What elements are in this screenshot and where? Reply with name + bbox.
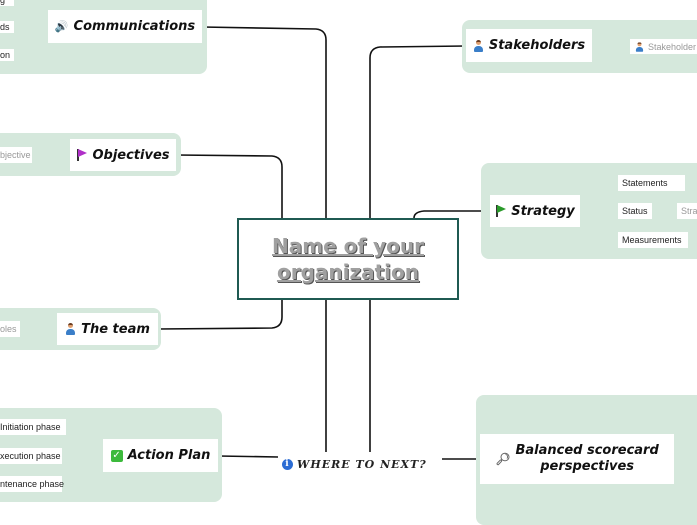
topic-balanced-scorecard[interactable]: 🔎︎ Balanced scorecard perspectives [480, 434, 674, 484]
team-child-1-label: oles [0, 324, 17, 334]
topic-where-to-next[interactable]: i WHERE TO NEXT? [278, 453, 442, 475]
strategy-child-measurements[interactable]: Measurements [618, 232, 688, 248]
person-icon [473, 39, 484, 52]
flag-icon [76, 149, 88, 161]
check-icon: ✓ [110, 449, 123, 462]
topic-communications[interactable]: 🔊 Communications [48, 10, 202, 43]
connector-action-plan [217, 455, 279, 458]
info-icon: i [282, 458, 293, 470]
connector-objectives [175, 154, 283, 218]
person-icon [635, 41, 644, 52]
magnifier-icon: 🔎︎ [495, 452, 511, 466]
action-plan-child-maintenance-label: ntenance phase [0, 479, 65, 489]
strategy-child-status-label: Status [622, 206, 648, 216]
topic-strategy-label: Strategy [511, 203, 575, 219]
strategy-child-statements[interactable]: Statements [618, 175, 685, 191]
communications-child-2[interactable]: ds [0, 21, 14, 33]
topic-stakeholders[interactable]: Stakeholders [466, 29, 592, 62]
connector-communications [201, 26, 327, 218]
central-topic-title: Name of your organization [272, 233, 424, 285]
strategy-child-statements-label: Statements [622, 178, 668, 188]
topic-balanced-scorecard-label: Balanced scorecard perspectives [515, 443, 658, 475]
communications-child-3-label: on [0, 50, 11, 60]
person-icon [65, 323, 76, 335]
communications-child-2-label: ds [0, 22, 10, 32]
stakeholders-child-1-label: Stakeholder [648, 41, 697, 52]
strategy-child-status[interactable]: Status [618, 203, 652, 219]
topic-objectives[interactable]: Objectives [70, 139, 176, 171]
central-title-line1: Name of your [272, 234, 424, 258]
connector-strategy [413, 210, 490, 219]
scorecard-label-line2: perspectives [540, 459, 635, 474]
communications-child-1-label: g [0, 0, 6, 5]
topic-action-plan-label: Action Plan [127, 448, 211, 463]
action-plan-child-execution-label: xecution phase [0, 451, 61, 461]
topic-where-to-next-label: WHERE TO NEXT? [297, 457, 427, 471]
topic-action-plan[interactable]: ✓ Action Plan [103, 439, 218, 472]
topic-the-team-label: The team [81, 321, 150, 337]
communications-child-3[interactable]: on [0, 49, 14, 61]
strategy-status-child[interactable]: Stra [677, 203, 697, 219]
objectives-child-1-label: bjective [0, 150, 31, 160]
connector-team [157, 300, 283, 330]
central-topic[interactable]: Name of your organization [237, 218, 459, 300]
action-plan-child-maintenance[interactable]: ntenance phase [0, 476, 65, 492]
central-title-line2: organization [276, 260, 420, 284]
scorecard-label-line1: Balanced scorecard [515, 443, 659, 458]
stakeholders-child-1[interactable]: Stakeholder [630, 39, 697, 54]
topic-strategy[interactable]: Strategy [490, 195, 580, 227]
action-plan-child-initiation-label: Initiation phase [0, 422, 61, 432]
topic-stakeholders-label: Stakeholders [488, 38, 586, 53]
connector-stakeholders [369, 45, 467, 218]
flag-icon [495, 205, 507, 217]
topic-communications-label: Communications [73, 19, 196, 34]
objectives-child-1[interactable]: bjective [0, 147, 32, 163]
speaker-icon: 🔊 [54, 20, 69, 33]
topic-objectives-label: Objectives [92, 147, 170, 163]
strategy-child-measurements-label: Measurements [622, 235, 682, 245]
action-plan-child-initiation[interactable]: Initiation phase [0, 419, 66, 435]
action-plan-child-execution[interactable]: xecution phase [0, 448, 62, 464]
communications-child-1[interactable]: g [0, 0, 14, 6]
strategy-status-child-label: Stra [681, 206, 697, 216]
topic-the-team[interactable]: The team [57, 313, 158, 345]
team-child-1[interactable]: oles [0, 321, 20, 337]
